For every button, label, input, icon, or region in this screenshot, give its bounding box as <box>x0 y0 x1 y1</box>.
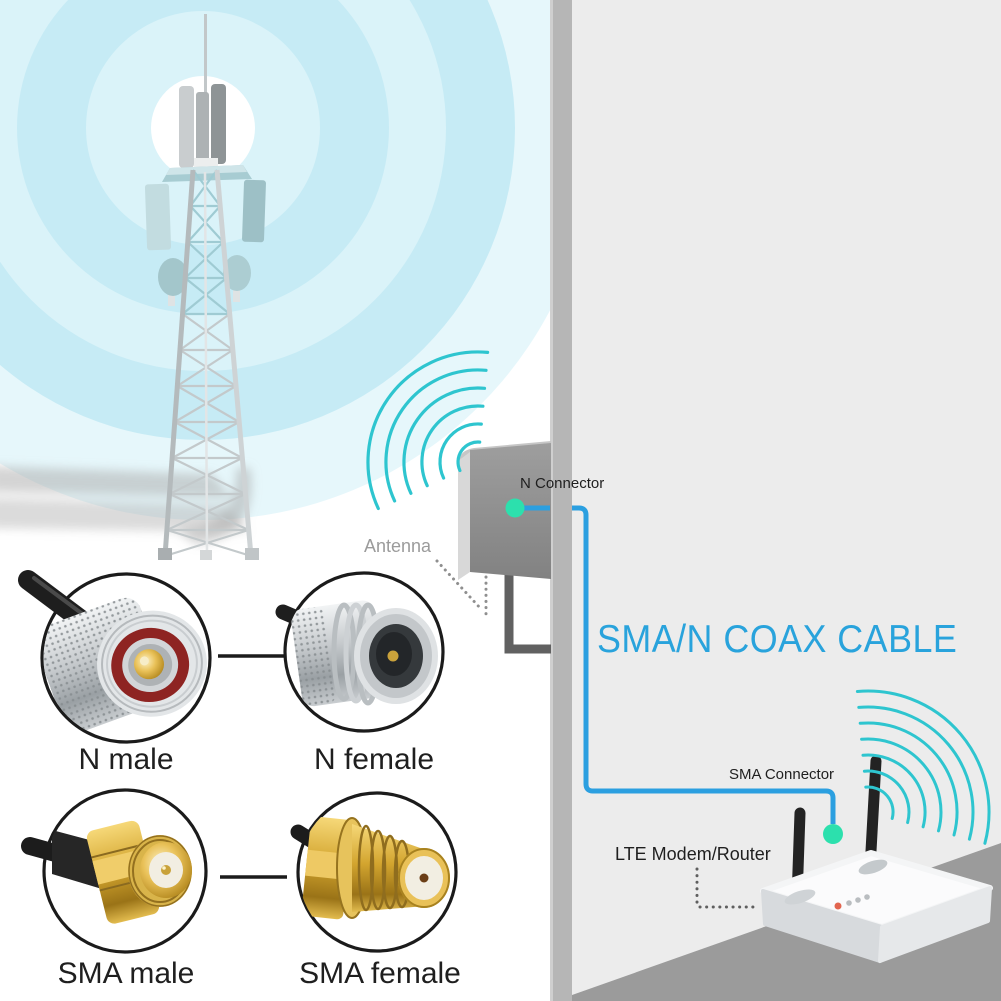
wall-face <box>572 0 1001 995</box>
antenna-label: Antenna <box>364 536 432 556</box>
sma-connector-dot-icon <box>823 824 843 844</box>
coax-cable-title: SMA/N COAX CABLE <box>597 618 958 661</box>
wifi-arcs-antenna-icon <box>366 350 490 511</box>
wifi-arcs-router-icon <box>855 689 991 845</box>
tower-shadow <box>0 466 252 544</box>
n-male-label: N male <box>78 743 174 776</box>
wall-edge <box>550 0 572 1001</box>
router-led-power <box>834 902 842 910</box>
sma-male-photo <box>21 788 208 954</box>
sma-female-label: SMA female <box>299 957 461 990</box>
cell-tower-icon <box>144 14 266 560</box>
n-female-photo <box>275 571 445 733</box>
sma-male-label: SMA male <box>57 957 195 990</box>
modem-leader-line <box>695 867 760 909</box>
sma-female-photo <box>290 791 458 953</box>
sma-connector-label: SMA Connector <box>729 766 835 783</box>
broadcast-rings-icon <box>0 0 595 520</box>
router-led <box>846 900 852 906</box>
n-female-label: N female <box>313 743 435 776</box>
n-connector-dot-icon <box>505 498 525 518</box>
router-led <box>864 894 870 900</box>
n-male-photo <box>18 570 212 744</box>
n-connector-label: N Connector <box>520 475 605 492</box>
modem-router-label: LTE Modem/Router <box>615 844 771 864</box>
antenna-leader-line <box>435 559 488 619</box>
coax-cable-route <box>520 505 836 824</box>
antenna-feed-cable <box>504 567 551 654</box>
router-icon <box>760 755 993 963</box>
router-led <box>855 897 861 903</box>
